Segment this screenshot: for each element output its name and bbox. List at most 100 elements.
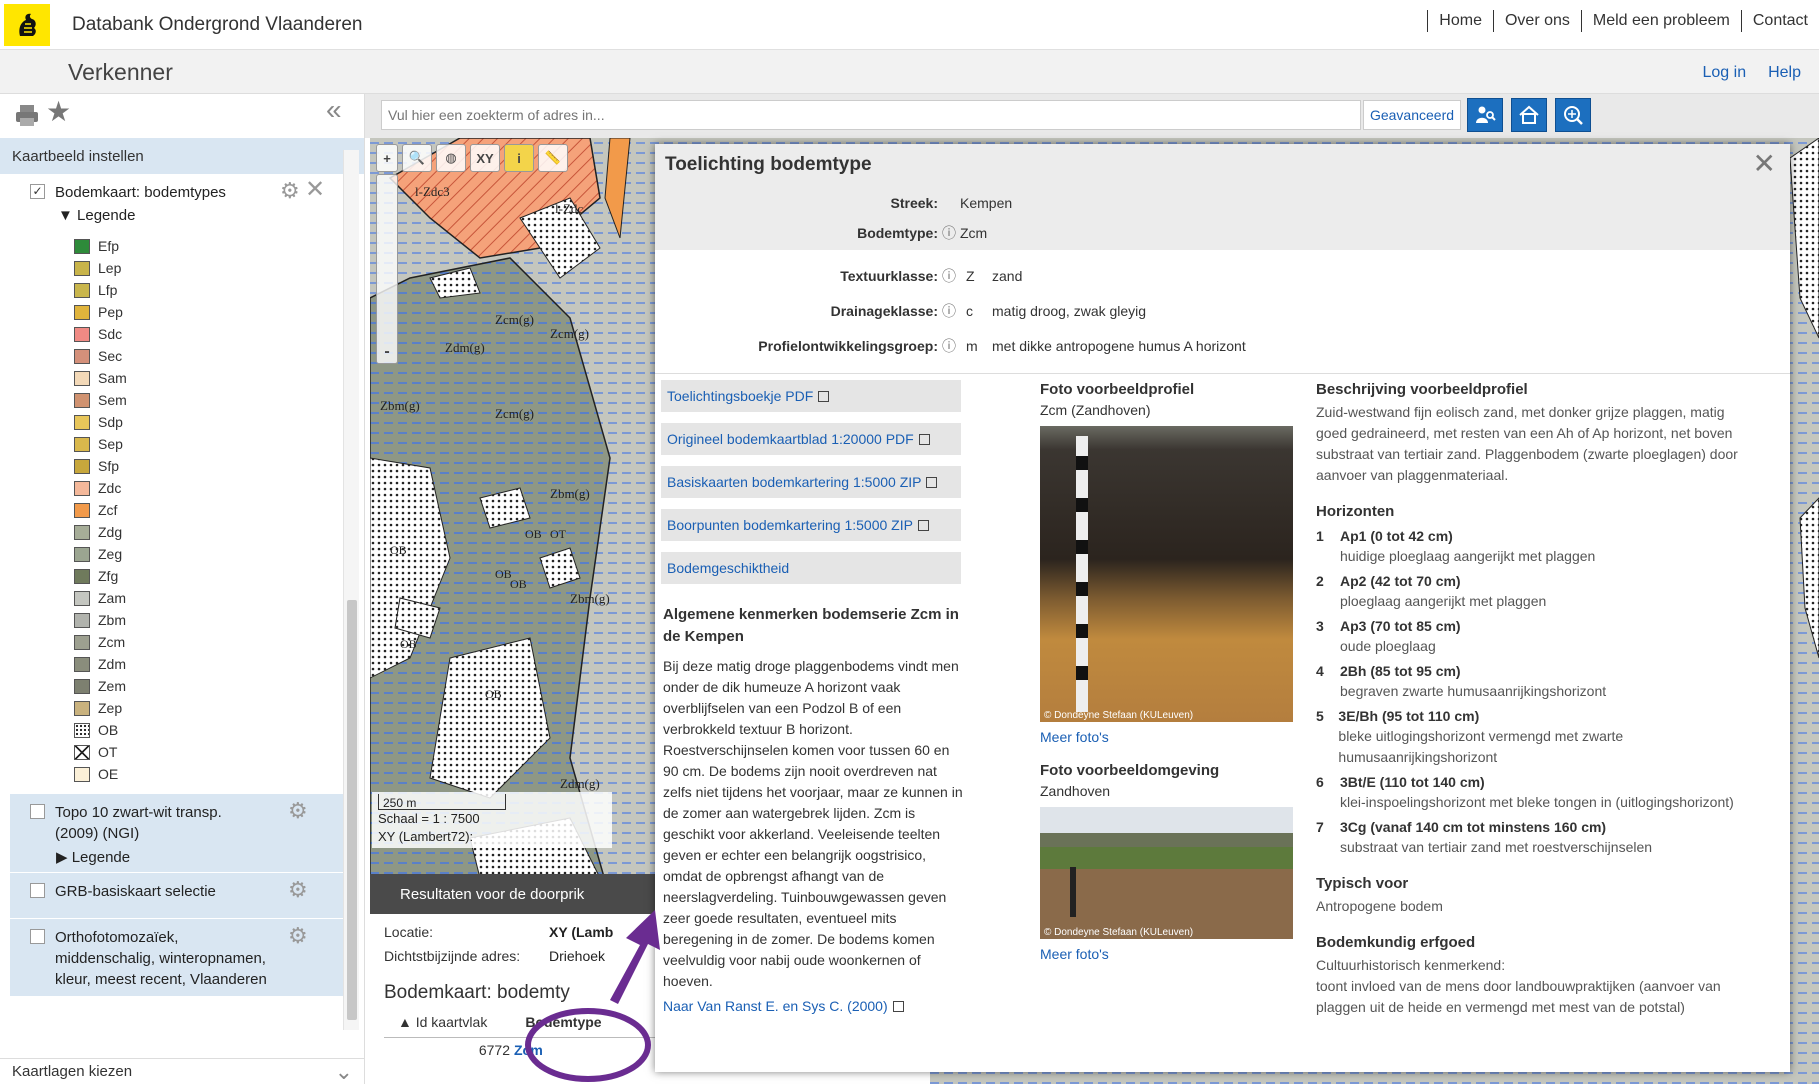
map-label-zcm-g-3: Zcm(g) [495,406,534,421]
layer-bodemkaart-name: Bodemkaart: bodemtypes [55,184,226,201]
external-link-icon [917,520,929,531]
expand-down-icon[interactable]: ⌄ [334,1059,353,1084]
nav-contact[interactable]: Contact [1740,10,1819,32]
legend-swatch [74,282,90,298]
nav-home[interactable]: Home [1427,10,1493,32]
sidebar-scrollbar[interactable] [343,150,359,1030]
measure-button[interactable]: 📏 [538,144,568,172]
info-circle-icon[interactable]: ⓘ [942,337,956,354]
prop-label: Bodemtype: [857,225,938,241]
globe-button[interactable]: ◍ [436,144,466,172]
top-header: Databank Ondergrond Vlaanderen Home Over… [0,0,1819,50]
sidebar-toolbar: ★ « [0,94,364,138]
map-label-zbm-g-3: Zbm(g) [570,591,610,606]
link-origineel-bodemkaartblad[interactable]: Origineel bodemkaartblad 1:20000 PDF [661,423,961,455]
info-circle-icon[interactable]: ⓘ [942,267,956,284]
legend-toggle[interactable]: ▼ Legende [58,207,136,224]
zoom-out-button[interactable]: - [384,343,390,360]
legend-item: Lep [74,257,364,279]
legend-swatch [74,722,90,738]
layer-bodemkaart-checkbox[interactable]: ✓ [30,184,45,199]
kaartlagen-kiezen-label: Kaartlagen kiezen [12,1063,133,1080]
legend-item: Sdp [74,411,364,433]
link-toelichtingsboekje-pdf[interactable]: Toelichtingsboekje PDF [661,380,961,412]
legend-label: Zfg [98,568,119,584]
foto-profiel-title: Foto voorbeeldprofiel [1040,381,1195,398]
info-circle-icon[interactable]: ⓘ [942,302,956,319]
meer-fotos-link-1[interactable]: Meer foto's [1040,729,1109,745]
layer-grb-gear-icon[interactable]: ⚙ [288,877,308,902]
legend-toggle-topo10[interactable]: ▶ Legende [56,849,131,866]
vlaanderen-lion-logo-icon[interactable] [4,4,50,46]
layer-grb-name: GRB-basiskaart selectie [55,883,216,900]
print-icon[interactable] [14,102,40,128]
nav-over-ons[interactable]: Over ons [1492,10,1581,32]
horizon-body: Ap3 (70 tot 85 cm)oude ploeglaag [1340,616,1461,657]
horizon-number: 5 [1316,708,1324,724]
layer-bodemkaart: ✓ Bodemkaart: bodemtypes ⚙ ✕ ▼ Legende E… [0,174,364,785]
prop-value: Zcm [960,225,988,241]
soil-profile-photo[interactable]: © Dondeyne Stefaan (KULeuven) [1040,426,1293,725]
legend-label: Zam [98,590,126,606]
legend-label: Sep [98,436,123,452]
layer-topo10-checkbox[interactable] [30,804,45,819]
foto-omgeving-title: Foto voorbeeldomgeving [1040,762,1220,779]
sidebar-scrollbar-thumb[interactable] [347,600,357,1020]
legend-item: Lfp [74,279,364,301]
nav-meld-probleem[interactable]: Meld een probleem [1580,10,1741,32]
layer-settings-gear-icon[interactable]: ⚙ [280,178,300,203]
search-input[interactable] [381,100,1361,130]
locate-person-button[interactable] [1467,98,1503,132]
favorite-star-icon[interactable]: ★ [46,96,72,127]
collapse-sidebar-icon[interactable]: « [326,94,342,125]
search-bar: Geavanceerd [365,94,1819,138]
link-basiskaarten-zip[interactable]: Basiskaarten bodemkartering 1:5000 ZIP [661,466,961,498]
row-bodemtype-link[interactable]: Zcm [514,1042,543,1058]
site-title[interactable]: Databank Ondergrond Vlaanderen [72,14,363,35]
zoom-box-button[interactable]: 🔍 [402,144,432,172]
zoom-slider[interactable]: - [376,174,398,364]
reference-link[interactable]: Naar Van Ranst E. en Sys C. (2000) [661,998,965,1014]
meer-fotos-link-2[interactable]: Meer foto's [1040,946,1109,962]
horizon-number: 2 [1316,573,1324,589]
legend-swatch [74,546,90,562]
map-label-ob-6: OB [485,687,502,701]
close-dialog-icon[interactable]: ✕ [1752,148,1776,179]
login-link[interactable]: Log in [1702,64,1747,81]
layer-topo10-name: Topo 10 zwart-wit transp. (2009) (NGI) [55,804,222,842]
link-bodemgeschiktheid[interactable]: Bodemgeschiktheid [661,552,961,584]
layer-grb-checkbox[interactable] [30,883,45,898]
layer-topo10-gear-icon[interactable]: ⚙ [288,798,308,823]
landscape-photo[interactable]: © Dondeyne Stefaan (KULeuven) [1040,807,1293,942]
layer-orthofoto-checkbox[interactable] [30,929,45,944]
info-circle-icon[interactable]: ⓘ [942,225,956,241]
section-kaartbeeld-instellen[interactable]: Kaartbeeld instellen [0,138,364,174]
advanced-search-button[interactable]: Geavanceerd [1363,100,1461,130]
col-bodemtype[interactable]: Bodemtype [525,1014,602,1030]
xy-coordinate-button[interactable]: XY [470,144,500,172]
col-id-kaartvlak[interactable]: ▲ Id kaartvlak [398,1014,488,1030]
help-link[interactable]: Help [1768,64,1801,81]
downloads-column: Toelichtingsboekje PDF Origineel bodemka… [661,380,965,1014]
link-label: Bodemgeschiktheid [667,560,790,576]
zoom-in-button[interactable]: + [376,144,398,172]
legend-item: OB [74,719,364,741]
map-label-ot: OT [550,527,567,541]
legend-item: Zfg [74,565,364,587]
info-button[interactable]: i [504,144,534,172]
remove-layer-close-icon[interactable]: ✕ [305,176,326,203]
legend-item: Sam [74,367,364,389]
dialog-header: Toelichting bodemtype ✕ [655,144,1790,188]
link-boorpunten-zip[interactable]: Boorpunten bodemkartering 1:5000 ZIP [661,509,961,541]
legend-swatch [74,634,90,650]
search-location-button[interactable] [1555,98,1591,132]
home-view-button[interactable] [1511,98,1547,132]
section-kaartlagen-kiezen[interactable]: Kaartlagen kiezen ⌄ [0,1058,365,1084]
legend-item: Sem [74,389,364,411]
legend-swatch [74,392,90,408]
layer-orthofoto-gear-icon[interactable]: ⚙ [288,923,308,948]
map-label-ob-2: OB [495,567,512,581]
